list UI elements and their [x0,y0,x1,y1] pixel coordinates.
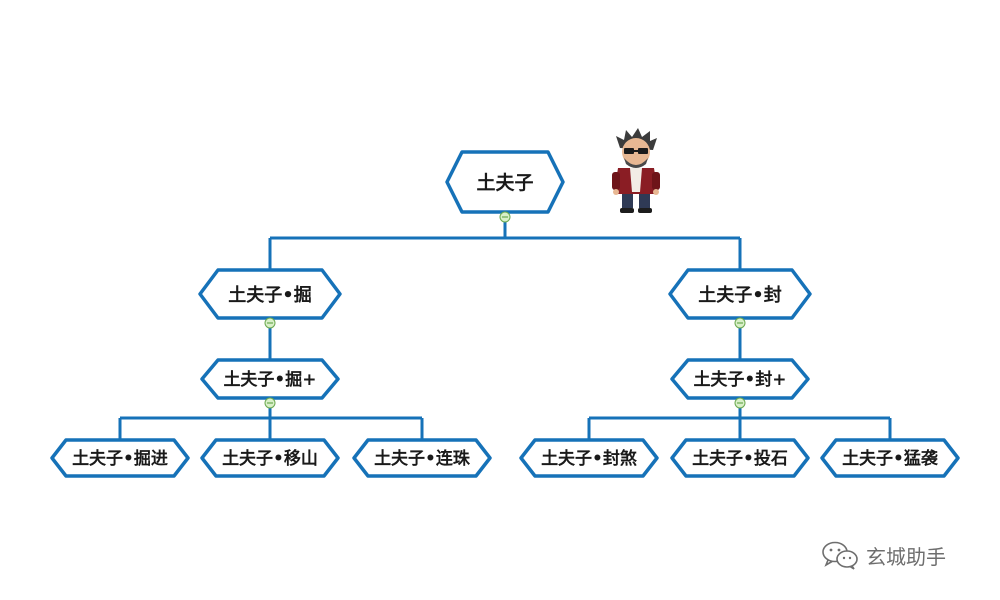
character-sprite-icon [612,128,660,213]
node-right-leaf-1-label: 土夫子•封煞 [541,448,638,469]
node-branch-right[interactable]: 土夫子•封 [668,268,812,320]
connector-lines [118,212,892,440]
collapse-toggle-branch-right[interactable] [734,317,746,329]
node-branch-left[interactable]: 土夫子•掘 [198,268,342,320]
node-left-leaf-2-label: 土夫子•移山 [222,448,318,469]
wechat-icon [822,541,858,570]
node-right-plus-label: 土夫子•封+ [693,369,786,390]
collapse-toggle-root[interactable] [499,211,511,223]
watermark: 玄城助手 [820,540,946,570]
node-left-plus[interactable]: 土夫子•掘+ [200,358,340,400]
node-root-label: 土夫子 [476,172,533,194]
node-left-plus-label: 土夫子•掘+ [223,369,316,390]
node-branch-left-label: 土夫子•掘 [228,284,312,306]
node-left-leaf-1[interactable]: 土夫子•掘进 [50,438,190,478]
connector-root [268,212,742,270]
node-right-leaf-3-label: 土夫子•猛袭 [842,448,939,469]
node-left-leaf-2[interactable]: 土夫子•移山 [200,438,340,478]
node-right-leaf-2-label: 土夫子•投石 [692,448,788,469]
node-right-leaf-2[interactable]: 土夫子•投石 [670,438,810,478]
collapse-toggle-branch-left[interactable] [264,317,276,329]
node-branch-right-label: 土夫子•封 [698,284,782,306]
node-left-leaf-3-label: 土夫子•连珠 [374,448,471,469]
watermark-text: 玄城助手 [866,544,946,569]
node-right-leaf-3[interactable]: 土夫子•猛袭 [820,438,960,478]
node-root[interactable]: 土夫子 [445,150,565,214]
node-right-plus[interactable]: 土夫子•封+ [670,358,810,400]
collapse-toggle-left-plus[interactable] [264,397,276,409]
node-left-leaf-3[interactable]: 土夫子•连珠 [352,438,492,478]
node-left-leaf-1-label: 土夫子•掘进 [72,448,168,469]
collapse-toggle-right-plus[interactable] [734,397,746,409]
node-right-leaf-1[interactable]: 土夫子•封煞 [519,438,659,478]
